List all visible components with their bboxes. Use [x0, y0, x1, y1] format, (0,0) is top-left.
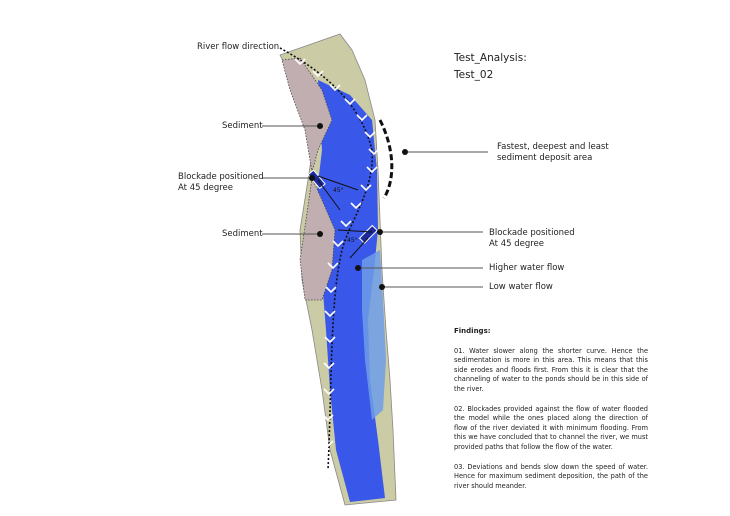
flow-chevron-icon — [325, 286, 337, 294]
leader-dots — [309, 123, 408, 290]
leader-lines — [262, 125, 488, 288]
angle-arrows — [317, 175, 373, 259]
blockade-right-label: Blockade positioned At 45 degree — [489, 228, 575, 250]
flow-chevron-icon — [368, 148, 380, 156]
blockade-left-line-1: Blockade positioned — [178, 172, 264, 182]
test-title: Test_Analysis: Test_02 — [454, 50, 527, 84]
blockade-left-line-2: At 45 degree — [178, 183, 234, 193]
fastest-line-2: sediment deposit area — [497, 153, 593, 163]
water-low-flow — [362, 250, 386, 420]
flow-chevron-icon — [322, 440, 334, 448]
title-line-1: Test_Analysis: — [454, 52, 527, 64]
flow-chevron-icon — [350, 202, 362, 210]
flow-chevron-icon — [364, 131, 376, 139]
blockade-left-label: Blockade positioned At 45 degree — [178, 172, 264, 194]
findings-heading: Findings: — [454, 327, 491, 335]
sediment-area-top — [281, 57, 333, 173]
fastest-line-1: Fastest, deepest and least — [497, 142, 609, 152]
angle-label-2: 45° — [347, 237, 358, 244]
flow-chevron-icon — [332, 240, 344, 248]
blockade-right-line-1: Blockade positioned — [489, 228, 575, 238]
title-line-2: Test_02 — [454, 69, 494, 81]
sediment-label-bottom: Sediment — [222, 229, 263, 239]
flow-chevron-icon — [323, 388, 335, 396]
flow-chevron-icon — [294, 58, 306, 66]
flow-chevron-icon — [366, 166, 378, 174]
fastest-area-label: Fastest, deepest and least sediment depo… — [497, 142, 609, 164]
low-flow-label: Low water flow — [489, 282, 553, 292]
higher-flow-label: Higher water flow — [489, 263, 565, 273]
flow-chevron-icon — [340, 220, 352, 228]
sediment-area-bottom — [299, 176, 336, 301]
angle-label-1: 45° — [333, 187, 344, 194]
finding-item: 03. Deviations and bends slow down the s… — [454, 462, 648, 490]
fastest-area-arc — [378, 119, 394, 199]
finding-item: 02. Blockades provided against the flow … — [454, 404, 648, 451]
flow-chevron-icon — [356, 114, 368, 122]
blockade-right-line-2: At 45 degree — [489, 239, 545, 249]
flow-direction-label: River flow direction — [197, 42, 280, 52]
flow-chevron-icon — [344, 98, 356, 106]
flow-chevron-icon — [360, 184, 372, 192]
flow-chevron-icon — [322, 414, 334, 422]
flow-chevron-icon — [323, 362, 335, 370]
sediment-label-top: Sediment — [222, 121, 263, 131]
findings-section: Findings: 01. Water slower along the sho… — [454, 327, 648, 501]
flow-chevron-icon — [324, 310, 336, 318]
finding-item: 01. Water slower along the shorter curve… — [454, 346, 648, 393]
flow-chevron-icon — [324, 336, 336, 344]
flow-chevron-icon — [312, 70, 324, 78]
flow-chevron-icon — [321, 466, 333, 474]
flow-chevron-icon — [327, 262, 339, 270]
flow-chevron-icon — [329, 84, 341, 92]
